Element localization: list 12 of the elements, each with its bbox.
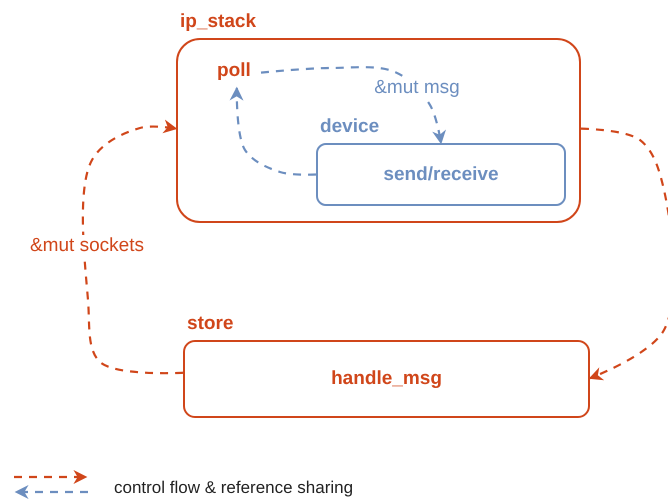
arrow	[580, 128, 668, 380]
box-label: send/receive	[382, 164, 500, 186]
arrow	[260, 66, 446, 144]
node-label: poll	[217, 60, 251, 82]
box-heading: store	[187, 313, 234, 335]
arrow	[230, 86, 316, 176]
legend-text: control flow & reference sharing	[114, 478, 354, 498]
arrow	[82, 120, 184, 374]
edge-label: &mut sockets	[28, 235, 146, 257]
box-heading: ip_stack	[180, 11, 256, 33]
box-heading: device	[320, 116, 380, 138]
box-label: handle_msg	[330, 368, 443, 390]
